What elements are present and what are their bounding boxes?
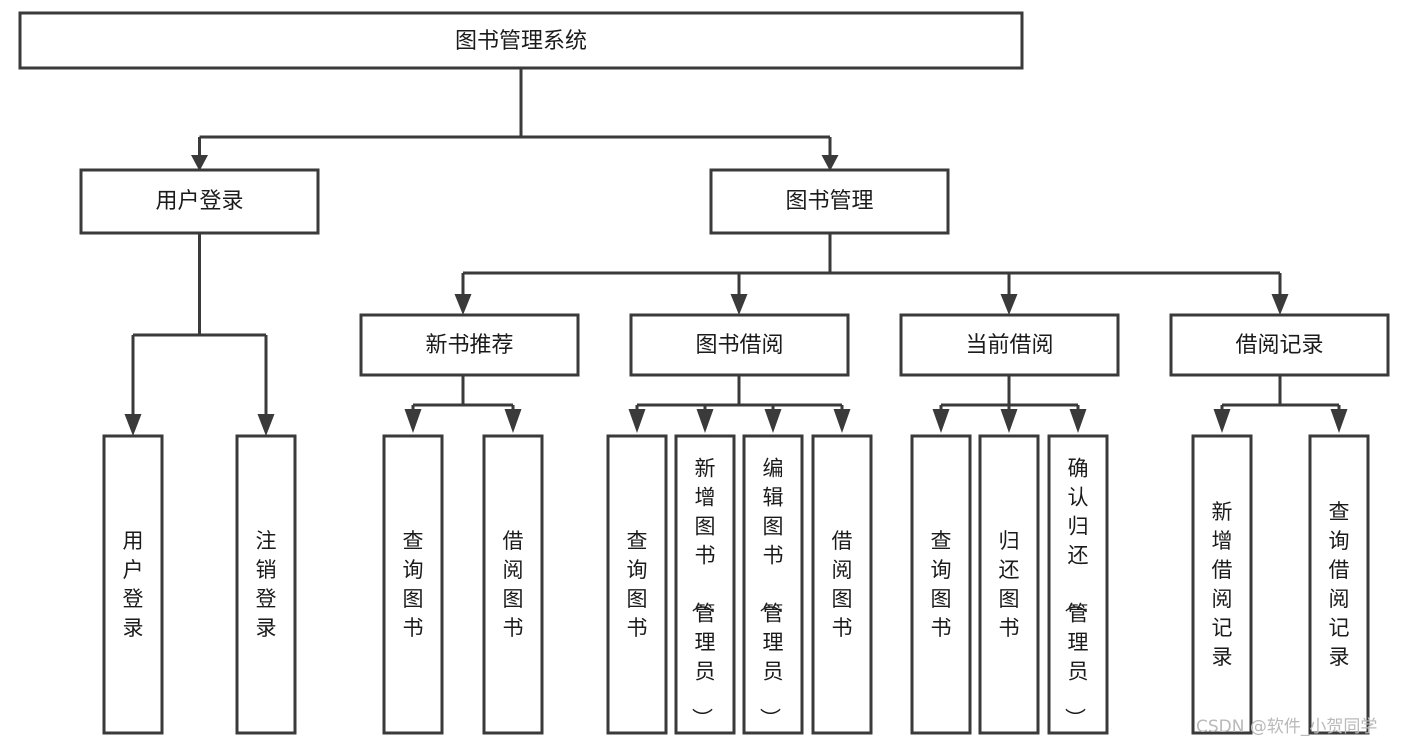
node-leaf-edit-book-box[interactable]	[742, 434, 804, 735]
arrow-head-leaf-logout	[257, 414, 275, 436]
node-current-borrow-box[interactable]	[899, 313, 1120, 377]
node-leaf-query-book-1-label: 查询图书	[403, 529, 424, 640]
node-current-borrow[interactable]: 当前借阅	[899, 313, 1120, 377]
node-new-book-rec-box[interactable]	[359, 313, 580, 377]
node-leaf-user-login[interactable]: 用户登录	[102, 434, 164, 735]
node-user-login-label: 用户登录	[155, 189, 243, 214]
arrow-head-leaf-edit-book	[764, 409, 782, 433]
node-leaf-return-book-box[interactable]	[978, 434, 1040, 735]
arrow-head-new-book-rec	[454, 294, 472, 315]
node-book-manage[interactable]: 图书管理	[709, 168, 950, 235]
arrow-head-leaf-add-book	[696, 409, 714, 433]
node-leaf-confirm-return-box[interactable]	[1047, 434, 1109, 735]
node-book-borrow-box[interactable]	[629, 313, 850, 377]
node-leaf-user-login-label: 用户登录	[123, 529, 144, 640]
node-leaf-edit-book[interactable]: 编辑图书（管理员）	[742, 434, 804, 735]
node-new-book-rec[interactable]: 新书推荐	[359, 313, 580, 377]
node-borrow-record[interactable]: 借阅记录	[1169, 313, 1390, 377]
node-leaf-add-book-box[interactable]	[674, 434, 736, 735]
node-leaf-add-record[interactable]: 新增借阅记录	[1191, 434, 1253, 735]
connector-layer	[124, 68, 1348, 436]
arrow-head-leaf-add-record	[1213, 409, 1231, 433]
node-leaf-return-book[interactable]: 归还图书	[978, 434, 1040, 735]
node-leaf-confirm-return-label: 确认归还（管理员）	[1063, 457, 1089, 729]
arrow-head-leaf-query-record	[1330, 409, 1348, 433]
node-leaf-user-login-box[interactable]	[102, 434, 164, 735]
node-leaf-add-book[interactable]: 新增图书（管理员）	[674, 434, 736, 735]
node-leaf-borrow-book-2-label: 借阅图书	[832, 529, 853, 640]
node-leaf-query-book-3-box[interactable]	[910, 434, 972, 735]
node-leaf-add-record-label: 新增借阅记录	[1212, 500, 1233, 669]
arrow-head-leaf-return-book	[1000, 409, 1018, 433]
node-leaf-query-record-label: 查询借阅记录	[1329, 500, 1350, 669]
arrow-head-current-borrow	[1000, 294, 1018, 315]
node-leaf-edit-book-label: 编辑图书（管理员）	[758, 457, 784, 729]
node-leaf-query-book-2-box[interactable]	[606, 434, 668, 735]
arrow-head-leaf-query-book-1	[404, 409, 422, 433]
arrow-head-book-borrow	[730, 294, 748, 315]
node-root-box[interactable]	[18, 11, 1024, 70]
arrow-head-leaf-query-book-2	[628, 409, 646, 433]
node-leaf-borrow-book-1-label: 借阅图书	[503, 529, 524, 640]
node-leaf-query-book-2[interactable]: 查询图书	[606, 434, 668, 735]
node-leaf-query-book-3-label: 查询图书	[931, 529, 952, 640]
node-leaf-query-book-2-label: 查询图书	[627, 529, 648, 640]
node-root-label: 图书管理系统	[455, 29, 587, 54]
node-book-borrow[interactable]: 图书借阅	[629, 313, 850, 377]
node-leaf-borrow-book-1[interactable]: 借阅图书	[482, 434, 544, 735]
node-leaf-query-record-box[interactable]	[1308, 434, 1370, 735]
arrow-head-user-login	[191, 155, 208, 171]
node-leaf-confirm-return[interactable]: 确认归还（管理员）	[1047, 434, 1109, 735]
node-leaf-logout-box[interactable]	[235, 434, 297, 735]
arrow-head-book-manage	[821, 155, 839, 171]
node-book-manage-label: 图书管理	[785, 189, 873, 214]
node-root[interactable]: 图书管理系统	[18, 11, 1024, 70]
node-leaf-query-book-1[interactable]: 查询图书	[382, 434, 444, 735]
arrow-head-borrow-record	[1271, 294, 1289, 315]
node-user-login-box[interactable]	[79, 168, 320, 235]
node-current-borrow-label: 当前借阅	[965, 333, 1053, 358]
arrow-head-leaf-query-book-3	[932, 409, 950, 433]
node-leaf-add-book-label: 新增图书（管理员）	[690, 457, 716, 729]
node-borrow-record-label: 借阅记录	[1235, 333, 1323, 358]
arrow-head-leaf-borrow-book-1	[504, 409, 522, 433]
arrow-head-leaf-borrow-book-2	[833, 409, 851, 433]
node-book-borrow-label: 图书借阅	[695, 333, 783, 358]
node-user-login[interactable]: 用户登录	[79, 168, 320, 235]
node-leaf-add-record-box[interactable]	[1191, 434, 1253, 735]
node-leaf-borrow-book-1-box[interactable]	[482, 434, 544, 735]
node-leaf-query-book-1-box[interactable]	[382, 434, 444, 735]
node-leaf-logout-label: 注销登录	[256, 529, 277, 640]
node-new-book-rec-label: 新书推荐	[425, 333, 513, 358]
csdn-watermark: CSDN @软件_小贺同学	[1196, 717, 1377, 737]
node-leaf-borrow-book-2[interactable]: 借阅图书	[811, 434, 873, 735]
node-leaf-return-book-label: 归还图书	[999, 529, 1020, 640]
node-borrow-record-box[interactable]	[1169, 313, 1390, 377]
node-leaf-query-record[interactable]: 查询借阅记录	[1308, 434, 1370, 735]
node-book-manage-box[interactable]	[709, 168, 950, 235]
leaf-nodes-layer: 用户登录 注销登录 查询图书 借阅图书 查询图书 新增图书（管理员）	[102, 434, 1370, 735]
node-leaf-logout[interactable]: 注销登录	[235, 434, 297, 735]
node-leaf-query-book-3[interactable]: 查询图书	[910, 434, 972, 735]
arrow-head-leaf-user-login	[124, 414, 142, 436]
arrow-head-leaf-confirm-return	[1069, 409, 1087, 433]
node-leaf-borrow-book-2-box[interactable]	[811, 434, 873, 735]
